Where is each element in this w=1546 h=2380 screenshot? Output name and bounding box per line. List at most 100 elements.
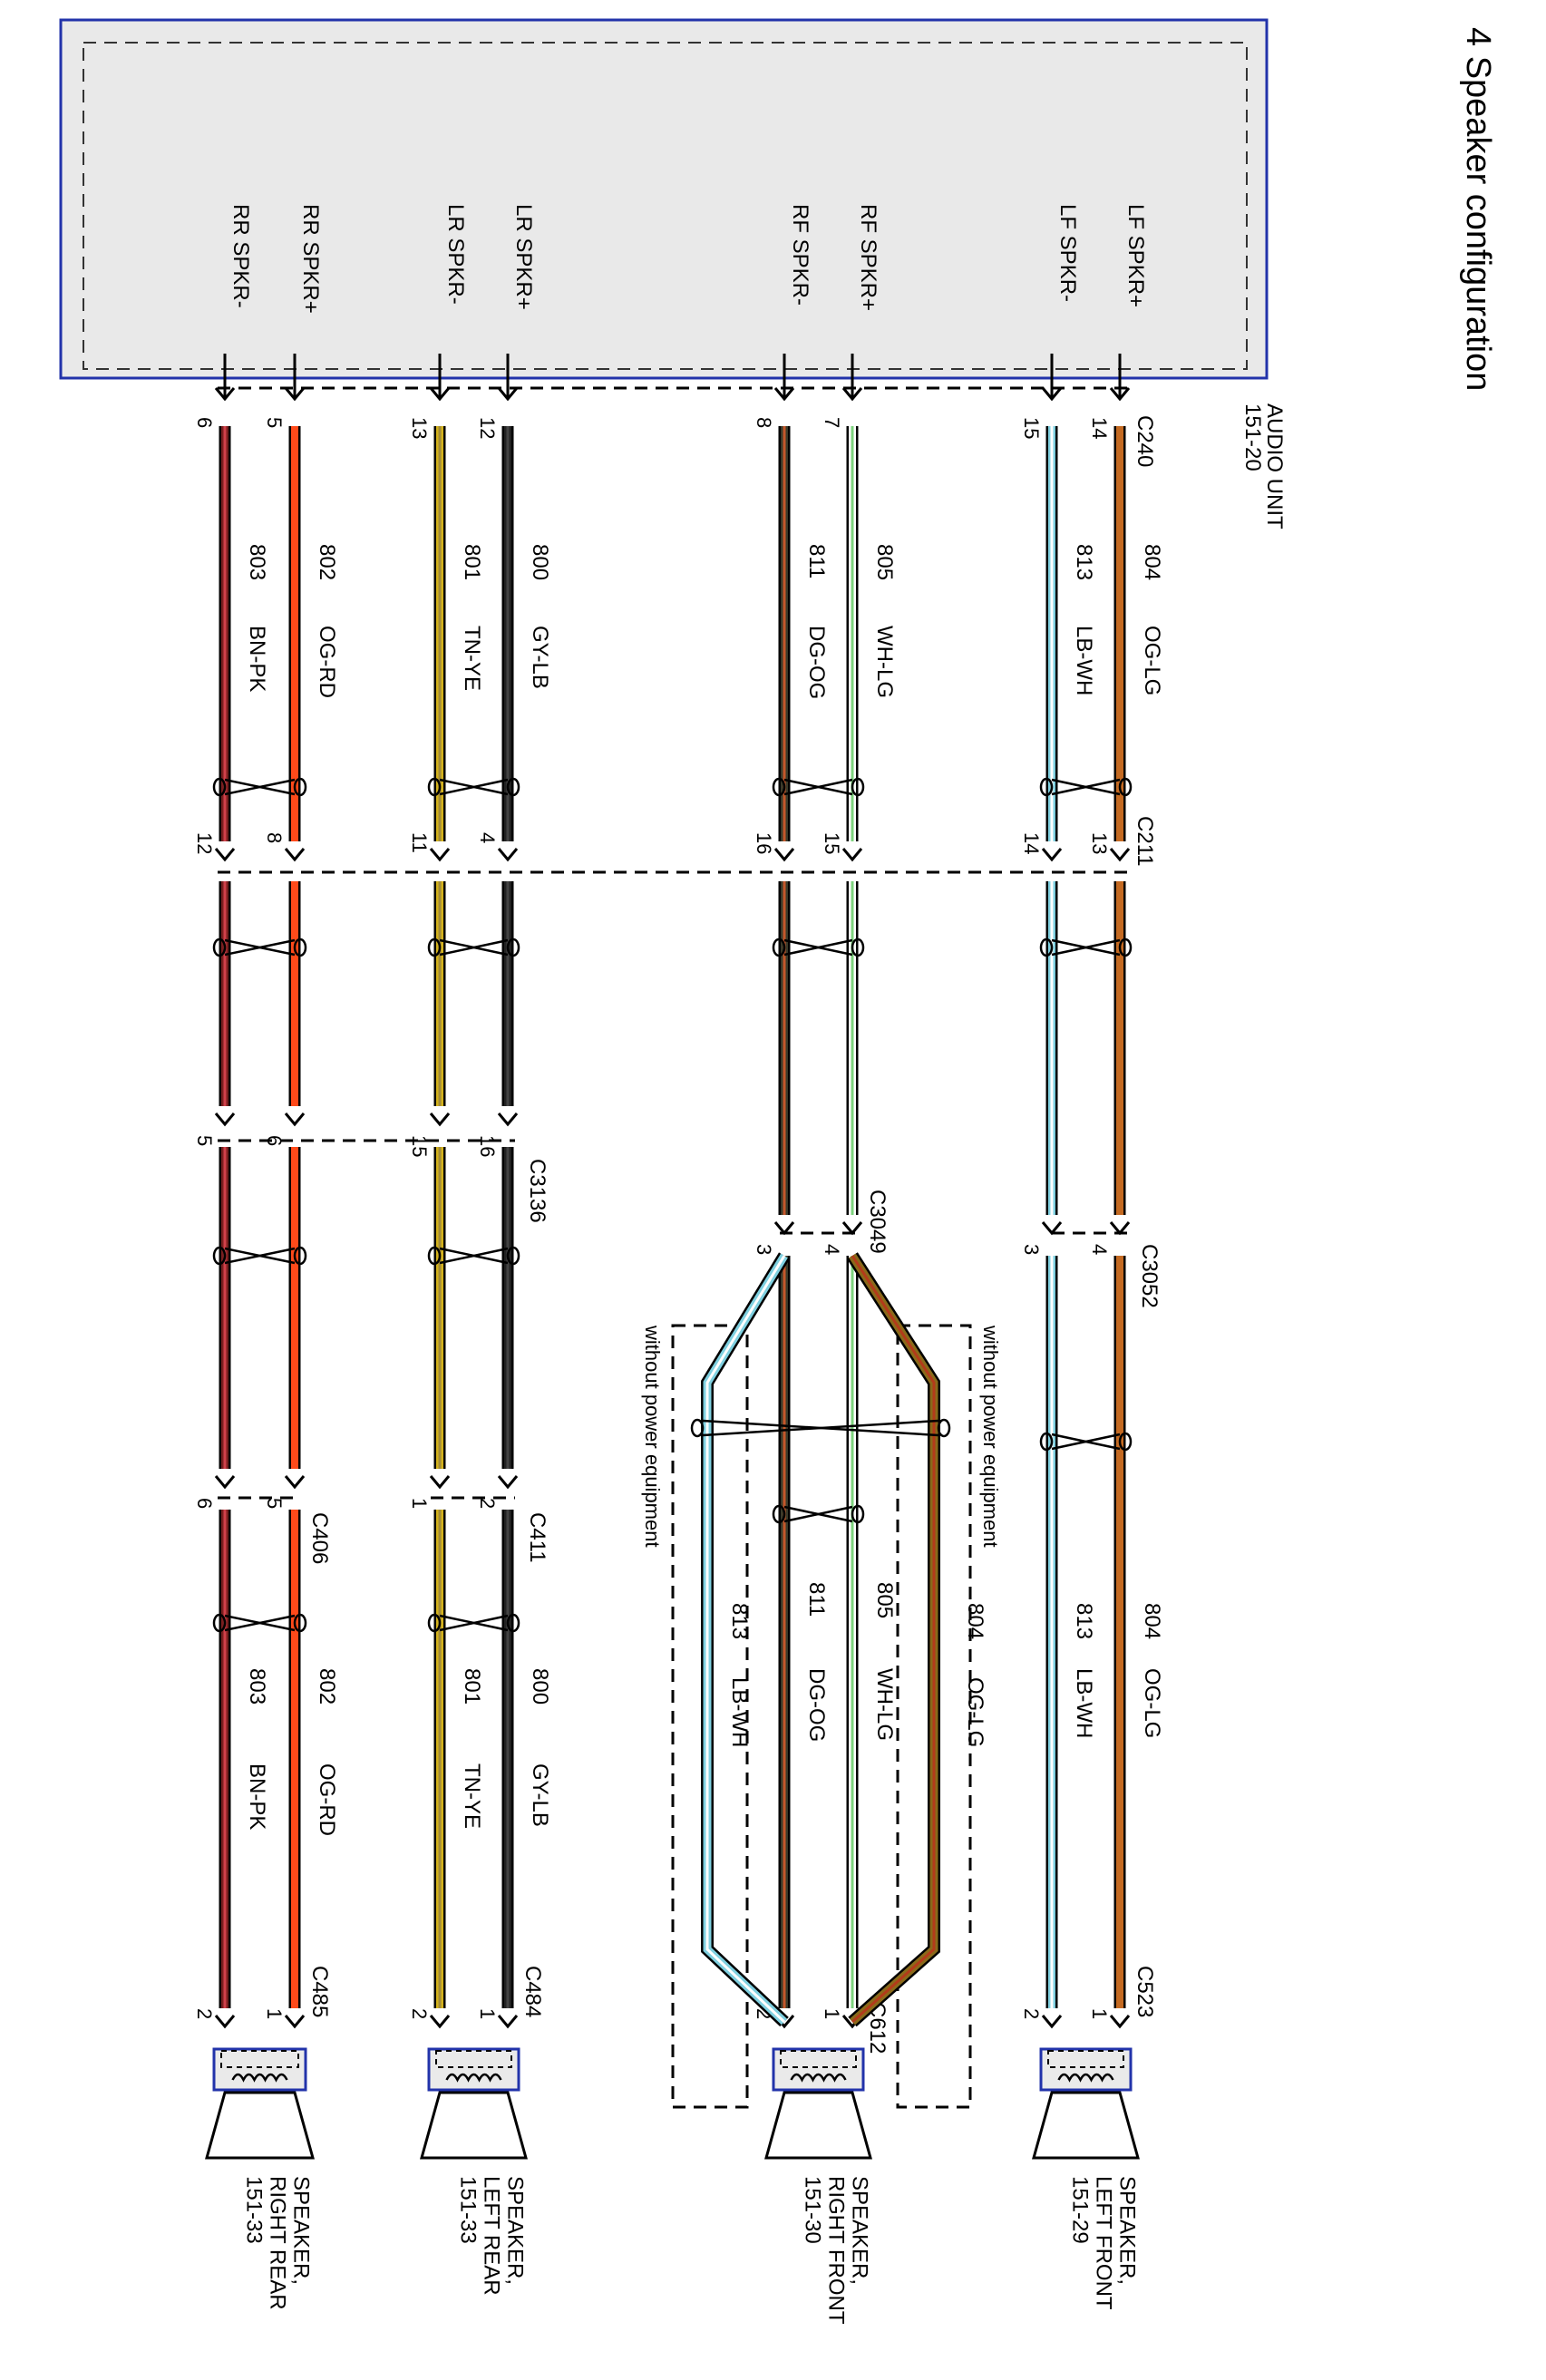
twisted-pair-marker-4 <box>772 937 865 957</box>
twisted-pair-marker-9 <box>427 1613 520 1633</box>
power-note-left: without power equipment <box>641 1325 664 1548</box>
speaker-cone-icon-lf <box>1032 2091 1140 2160</box>
power-equipment-box-right <box>896 1324 972 2109</box>
c211-arrow-lr-pos <box>497 848 519 862</box>
spk-arrow-rr-pos <box>284 2015 306 2029</box>
spk-pin-lf-pos: 1 <box>1088 2008 1111 2019</box>
color-code-rr-pos: OG-RD <box>315 626 339 698</box>
au-pin-lf-pos: 14 <box>1088 417 1111 439</box>
connector-c211-label: C211 <box>1133 816 1157 867</box>
circuit-lf-neg: 813 <box>1072 544 1096 580</box>
speaker-label-lf-1: LEFT FRONT <box>1092 2176 1116 2310</box>
c240-arrow-lr-pos <box>497 387 519 402</box>
connector-c484-label: C484 <box>520 1966 545 2017</box>
alt-og-lg <box>849 1253 938 2025</box>
speaker-coil-box-lf <box>1039 2047 1133 2092</box>
alt-color-lb-wh: LB-WH <box>727 1677 752 1747</box>
c211-pin-lf-neg: 14 <box>1020 832 1043 854</box>
au-pin-lr-pos: 12 <box>476 417 499 439</box>
au-pin-rr-neg: 6 <box>193 417 216 428</box>
connector-c523-label: C523 <box>1133 1966 1157 2017</box>
twisted-pair-marker-11 <box>212 937 307 957</box>
circuit-lower-rr-neg: 803 <box>245 1668 269 1705</box>
twisted-pair-marker-2 <box>1039 1432 1133 1452</box>
mid-arrow-rf-neg <box>773 1221 795 1236</box>
speaker-dashed-rf <box>780 2050 857 2068</box>
connector-c240-label: C240 <box>1133 415 1157 467</box>
color-code-lower-rr-neg: BN-PK <box>245 1763 269 1830</box>
color-code-lower-lf-pos: OG-LG <box>1140 1668 1164 1738</box>
mid-pin-lr-pos: 16 <box>476 1135 499 1157</box>
color-code-lower-lf-neg: LB-WH <box>1072 1668 1096 1738</box>
speaker-label-lr-1: LEFT REAR <box>480 2176 504 2296</box>
twisted-pair-marker-6 <box>427 777 520 797</box>
alt-lb-wh-tracer <box>705 1255 786 2024</box>
c240-arrow-lr-neg <box>429 387 451 402</box>
color-code-lr-pos: GY-LB <box>528 626 552 689</box>
connector-c485-label: C485 <box>307 1966 332 2017</box>
mid-pin-rf-pos: 4 <box>821 1244 843 1255</box>
twisted-pair-marker-8 <box>427 1246 520 1266</box>
audio-unit-box <box>59 18 1269 380</box>
mid-pin-rf-neg: 3 <box>753 1244 775 1255</box>
c4-pin-lr-pos: 2 <box>476 1498 499 1509</box>
color-code-lower-lr-pos: GY-LB <box>528 1763 552 1827</box>
alt-circuit-804: 804 <box>963 1603 987 1639</box>
spk-arrow-rr-neg <box>214 2015 236 2029</box>
twisted-pair-marker-3 <box>772 777 865 797</box>
circuit-rr-neg: 803 <box>245 544 269 580</box>
speaker-coil-box-rf <box>772 2047 865 2092</box>
connector-c3136-label: C3136 <box>525 1159 549 1223</box>
c240-arrow-rf-neg <box>773 387 795 402</box>
c211-pin-rr-pos: 8 <box>263 832 286 843</box>
alt-circuit-813: 813 <box>727 1603 752 1639</box>
circuit-lower-lf-neg: 813 <box>1072 1603 1096 1639</box>
mid-pin-rr-neg: 5 <box>193 1135 216 1146</box>
pin-label-rf-neg: RF SPKR- <box>788 204 812 306</box>
au-pin-rr-pos: 5 <box>263 417 286 428</box>
connector-c411-label: C411 <box>525 1512 549 1563</box>
spk-pin-rr-neg: 2 <box>193 2008 216 2019</box>
mid-arrow-lr-pos <box>497 1112 519 1127</box>
mid-arrow-lf-pos <box>1109 1221 1131 1236</box>
connector-c406-label: C406 <box>307 1512 332 1564</box>
speaker-cone-icon-lr <box>420 2091 528 2160</box>
circuit-rf-pos: 805 <box>872 544 897 580</box>
c211-arrow-rr-pos <box>284 848 306 862</box>
c211-pin-rr-neg: 12 <box>193 832 216 854</box>
c211-arrow-rr-neg <box>214 848 236 862</box>
color-code-lower-rf-neg: DG-OG <box>804 1668 829 1742</box>
twisted-pair-marker-5 <box>772 1504 865 1524</box>
twisted-pair-marker-1 <box>1039 937 1133 957</box>
speaker-coil-icon-rf <box>790 2073 847 2083</box>
pin-label-rr-neg: RR SPKR- <box>228 204 253 308</box>
spk-pin-rr-pos: 1 <box>263 2008 286 2019</box>
spk-pin-lr-pos: 1 <box>476 2008 499 2019</box>
color-code-lf-pos: OG-LG <box>1140 626 1164 695</box>
speaker-dashed-lf <box>1047 2050 1124 2068</box>
speaker-coil-icon-rr <box>231 2073 288 2083</box>
spk-arrow-lr-pos <box>497 2015 519 2029</box>
spk-pin-rf-pos: 1 <box>821 2008 843 2019</box>
c211-arrow-rf-neg <box>773 848 795 862</box>
audio-unit-inner-dashed <box>83 42 1248 370</box>
c240-arrow-rf-pos <box>841 387 863 402</box>
spk-pin-lf-neg: 2 <box>1020 2008 1043 2019</box>
speaker-label-lr-2: 151-33 <box>456 2176 481 2244</box>
mid-arrow-rf-pos <box>841 1221 863 1236</box>
circuit-lf-pos: 804 <box>1140 544 1164 580</box>
pin-label-lf-pos: LF SPKR+ <box>1123 204 1148 307</box>
color-code-rf-pos: WH-LG <box>872 626 897 698</box>
circuit-lr-pos: 800 <box>528 544 552 580</box>
color-code-lf-neg: LB-WH <box>1072 626 1096 695</box>
color-code-lower-lr-neg: TN-YE <box>460 1763 484 1829</box>
circuit-lower-lf-pos: 804 <box>1140 1603 1164 1639</box>
c211-arrow-lr-neg <box>429 848 451 862</box>
c211-arrow-lf-pos <box>1109 848 1131 862</box>
c211-arrow-rf-pos <box>841 848 863 862</box>
